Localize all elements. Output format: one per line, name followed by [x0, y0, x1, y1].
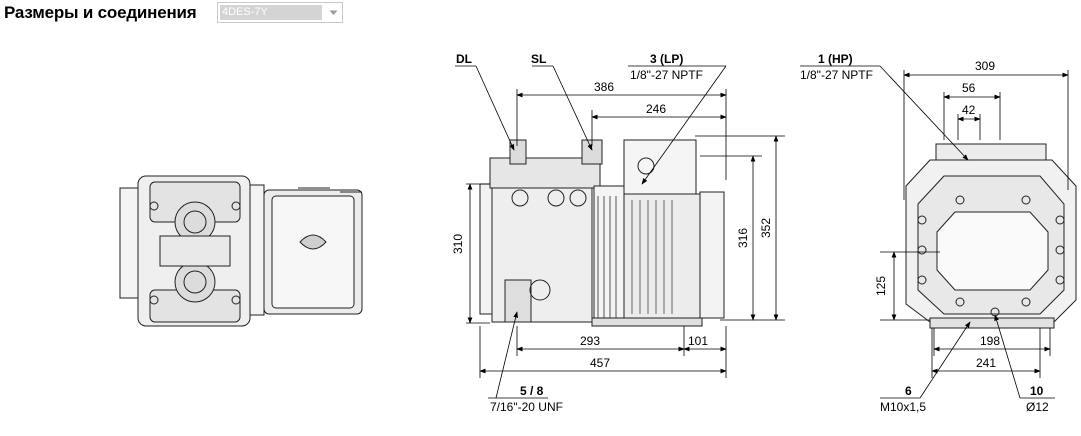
connection-10-thread: Ø12	[1026, 400, 1049, 414]
lp-connection-title: 3 (LP)	[650, 52, 683, 66]
dimension-246: 246	[646, 102, 666, 116]
dimension-241: 241	[976, 356, 996, 370]
connection-10-title: 10	[1030, 384, 1044, 398]
dimension-42: 42	[962, 103, 976, 117]
hp-connection-title: 1 (HP)	[818, 52, 853, 66]
dimension-457: 457	[590, 356, 610, 370]
lp-connection-thread: 1/8"-27 NPTF	[630, 68, 703, 82]
chevron-down-icon[interactable]	[325, 4, 341, 21]
dl-label: DL	[456, 52, 472, 66]
model-select-value: 4DES-7Y	[220, 5, 322, 20]
dimension-309: 309	[975, 59, 995, 73]
end-view-dimensions	[800, 65, 1069, 399]
connection-6-title: 6	[905, 384, 912, 398]
connection-5-8-thread: 7/16"-20 UNF	[490, 400, 563, 414]
dimension-310: 310	[451, 234, 465, 254]
side-view-dimensions	[455, 65, 785, 399]
dimension-352: 352	[759, 218, 773, 238]
page-title: Размеры и соединения	[4, 3, 197, 22]
dimension-101: 101	[688, 334, 708, 348]
dimension-125: 125	[874, 276, 888, 296]
dimension-56: 56	[962, 81, 976, 95]
dimension-316: 316	[736, 228, 750, 248]
connection-5-8-title: 5 / 8	[520, 384, 544, 398]
top-view-drawing	[119, 175, 363, 327]
dimension-386: 386	[594, 80, 614, 94]
sl-label: SL	[531, 52, 546, 66]
end-view-drawing	[905, 143, 1077, 329]
dimension-198: 198	[980, 334, 1000, 348]
model-select[interactable]: 4DES-7Y	[217, 2, 343, 23]
hp-connection-thread: 1/8"-27 NPTF	[800, 68, 873, 82]
connection-6-thread: M10x1,5	[880, 400, 926, 414]
dimension-293: 293	[580, 334, 600, 348]
side-view-drawing	[479, 139, 725, 327]
